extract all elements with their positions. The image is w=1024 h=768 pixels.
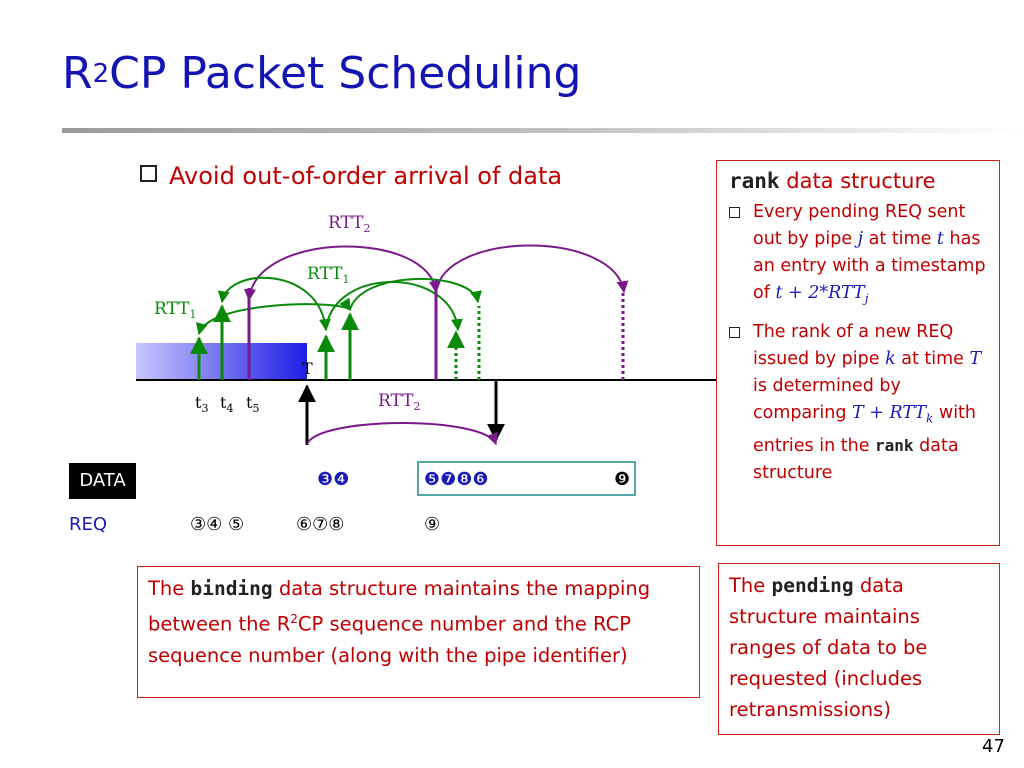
label-rtt1-left: RTT1: [154, 299, 197, 321]
data-group-2: ❺❼❽❻: [424, 469, 489, 490]
arc-rtt2-a: [243, 245, 441, 302]
slide-title: R2CP Packet Scheduling: [62, 48, 582, 99]
label-t4: t4: [220, 393, 233, 415]
label-rtt2-top: RTT2: [328, 213, 371, 235]
rank-bullet-1: Every pending REQ sent out by pipe j at …: [727, 199, 989, 313]
data-window-box: [417, 461, 636, 496]
arc-rtt1-b: [325, 281, 463, 332]
label-t3: t3: [195, 393, 208, 415]
rank-box-title: rank data structure: [729, 169, 936, 193]
title-underline: [62, 128, 1022, 133]
data-group-3: ❾: [614, 469, 630, 490]
req-group-3: ⑨: [424, 514, 440, 535]
main-bullet: Avoid out-of-order arrival of data: [140, 162, 562, 190]
arc-rtt2-bottom: [306, 422, 498, 446]
page-number: 47: [982, 736, 1005, 757]
req-group-1: ③④ ⑤: [190, 514, 244, 535]
data-row-label: DATA: [69, 463, 136, 499]
req-row-label: REQ: [69, 514, 108, 535]
checkbox-bullet-icon: [729, 207, 740, 218]
label-T: T: [302, 359, 313, 378]
req-group-2: ⑥⑦⑧: [296, 514, 344, 535]
arc-rtt1-c: [196, 297, 351, 336]
arc-rtt1-d: [349, 278, 482, 311]
checkbox-bullet-icon: [140, 165, 157, 182]
pending-callout-box: The pending data structure maintains ran…: [718, 563, 1000, 735]
rank-callout-box: rank data structure Every pending REQ se…: [716, 160, 1000, 546]
data-group-1: ❸❹: [317, 469, 349, 490]
label-rtt1-mid: RTT1: [307, 264, 350, 286]
rank-bullet-2: The rank of a new REQ issued by pipe k a…: [727, 319, 989, 488]
binding-callout-box: The binding data structure maintains the…: [137, 566, 700, 698]
label-rtt2-bottom: RTT2: [378, 391, 421, 413]
checkbox-bullet-icon: [729, 326, 740, 338]
arc-rtt2-b: [435, 244, 629, 294]
label-t5: t5: [246, 393, 259, 415]
